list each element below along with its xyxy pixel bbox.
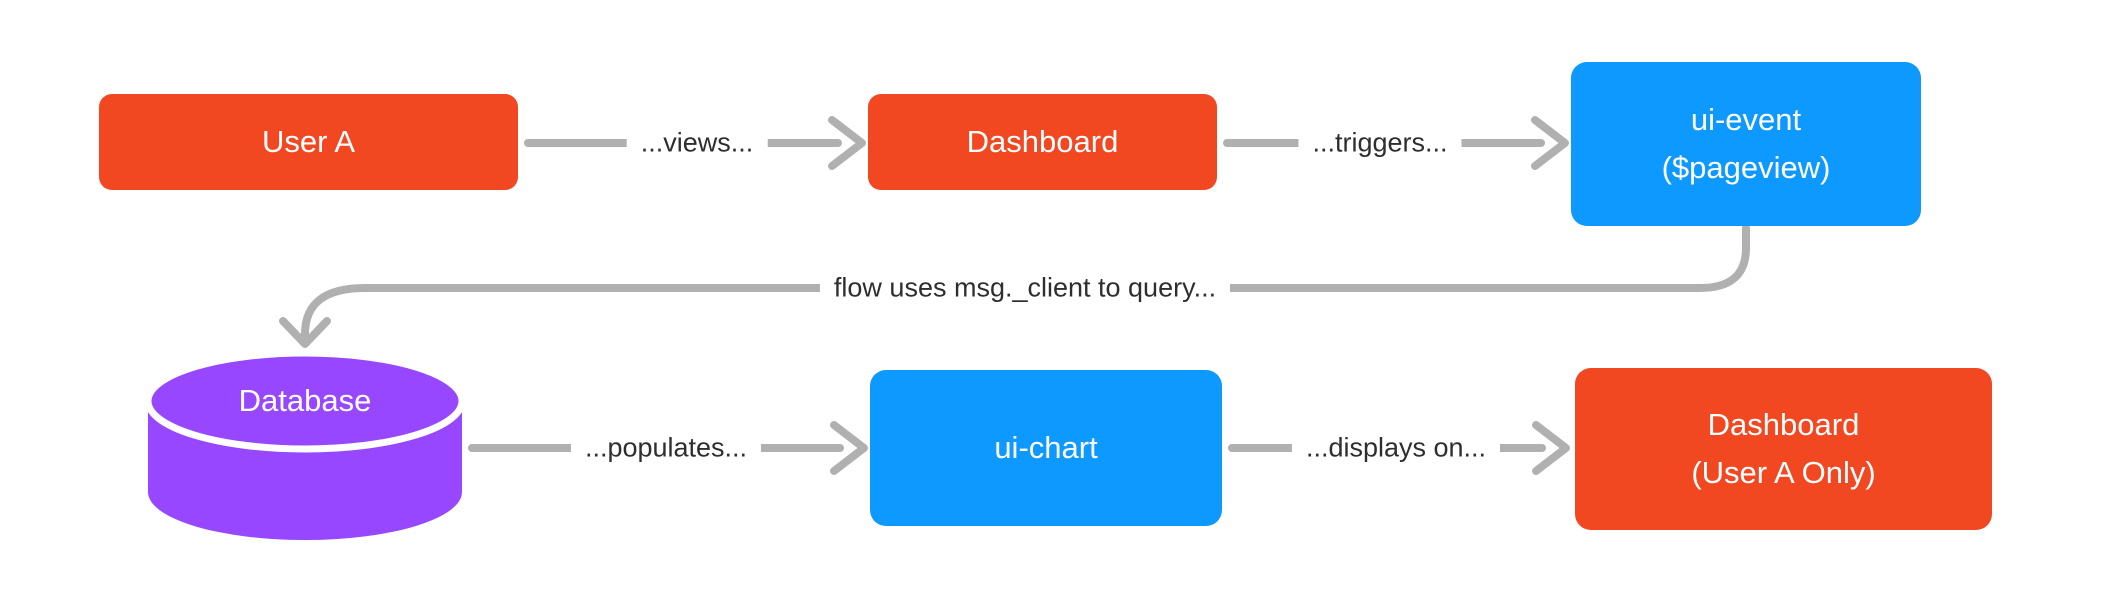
node-ui-event-label-line1: ui-event bbox=[1690, 102, 1802, 137]
edge-label-populates: ...populates... bbox=[570, 430, 762, 466]
edge-triggers-arrowhead-icon bbox=[1531, 116, 1569, 170]
edge-query-arrowhead-icon bbox=[279, 317, 331, 348]
node-database-label: Database bbox=[238, 383, 372, 418]
node-dashboard-user-a-label-line1: Dashboard bbox=[1707, 407, 1860, 442]
edge-views-arrowhead-icon bbox=[828, 116, 866, 170]
edge-displays-arrowhead-icon bbox=[1532, 421, 1570, 475]
edge-label-displays-on: ...displays on... bbox=[1291, 430, 1501, 466]
database-cylinder-body bbox=[148, 401, 462, 540]
edge-label-views: ...views... bbox=[626, 125, 768, 161]
node-ui-event[interactable]: ui-event ($pageview) bbox=[1571, 62, 1921, 226]
node-ui-chart-label: ui-chart bbox=[994, 430, 1098, 465]
edge-populates-arrowhead-icon bbox=[830, 421, 868, 475]
edge-label-query: flow uses msg._client to query... bbox=[819, 270, 1231, 306]
node-ui-chart[interactable]: ui-chart bbox=[870, 370, 1222, 526]
database-cylinder-top bbox=[144, 349, 466, 453]
database-cylinder-icon[interactable] bbox=[144, 349, 466, 540]
node-dashboard-user-a-only[interactable]: Dashboard (User A Only) bbox=[1575, 368, 1992, 530]
node-user-a[interactable]: User A bbox=[99, 94, 518, 190]
node-dashboard-user-a-label-line2: (User A Only) bbox=[1691, 455, 1876, 490]
edge-label-triggers: ...triggers... bbox=[1298, 125, 1462, 161]
node-dashboard[interactable]: Dashboard bbox=[868, 94, 1217, 190]
node-user-a-label: User A bbox=[261, 124, 356, 159]
node-ui-event-label-line2: ($pageview) bbox=[1661, 150, 1831, 185]
node-dashboard-label: Dashboard bbox=[966, 124, 1119, 159]
